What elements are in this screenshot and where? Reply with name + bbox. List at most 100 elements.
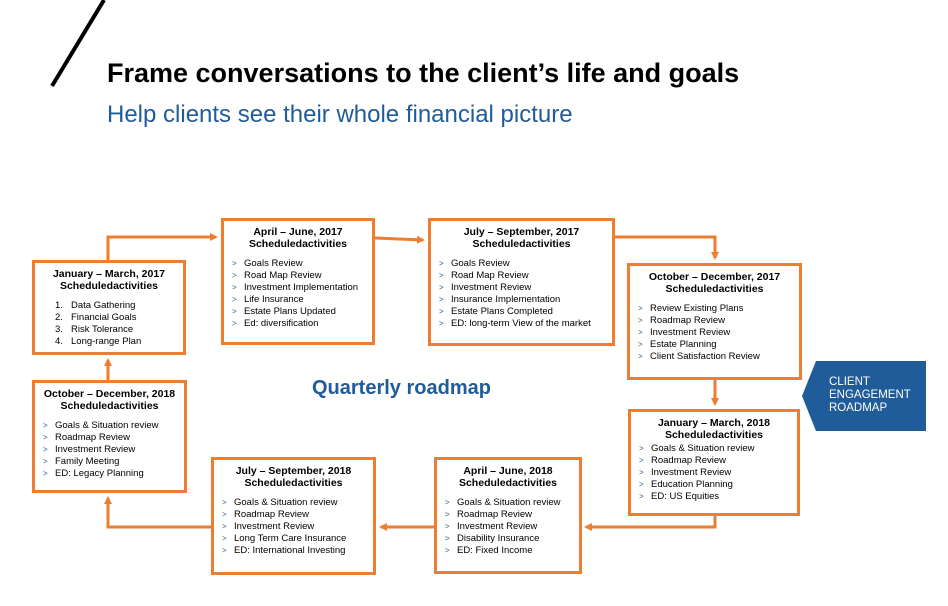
- quarter-title: October – December, 2017: [648, 271, 781, 283]
- quarter-subtitle: Scheduledactivities: [664, 429, 764, 441]
- list-item: >Client Satisfaction Review: [638, 351, 760, 362]
- quarter-title: October – December, 2018: [43, 388, 176, 400]
- chevron-right-icon: >: [43, 433, 48, 442]
- list-item: >Disability Insurance: [445, 533, 540, 544]
- arrow-q3-2018-to-q4-2018: [104, 496, 211, 529]
- chevron-right-icon: >: [638, 352, 643, 361]
- chevron-right-icon: >: [638, 340, 643, 349]
- quarter-subtitle: Scheduledactivities: [59, 280, 159, 292]
- decorative-slash: [50, 0, 106, 88]
- chevron-right-icon: >: [232, 307, 237, 316]
- list-item: >Investment Review: [639, 467, 732, 478]
- chevron-right-icon: >: [445, 510, 450, 519]
- quarter-title: April – June, 2017: [253, 226, 343, 238]
- list-item: >Roadmap Review: [639, 455, 726, 466]
- quarter-box-apr-jun-2017: April – June, 2017 Scheduledactivities >…: [221, 218, 375, 345]
- chevron-right-icon: >: [43, 421, 48, 430]
- quarter-box-jan-mar-2017: January – March, 2017 Scheduledactivitie…: [32, 260, 186, 355]
- list-item: >Life Insurance: [232, 294, 304, 305]
- list-item: >Family Meeting: [43, 456, 120, 467]
- chevron-right-icon: >: [638, 316, 643, 325]
- quarter-subtitle: Scheduledactivities: [60, 400, 159, 412]
- arrow-q1-2017-to-q2-2017: [106, 233, 218, 260]
- quarter-box-oct-dec-2018: October – December, 2018 Scheduledactivi…: [32, 380, 187, 493]
- list-item: >Road Map Review: [439, 270, 529, 281]
- quarter-box-apr-jun-2018: April – June, 2018 Scheduledactivities >…: [434, 457, 582, 574]
- list-item: 2.Financial Goals: [55, 312, 137, 323]
- arrow-q3-2017-to-q4-2017: [614, 235, 719, 260]
- list-item: >Estate Planning: [638, 339, 717, 350]
- list-item: >Road Map Review: [232, 270, 322, 281]
- quarter-subtitle: Scheduledactivities: [472, 238, 571, 250]
- chevron-right-icon: >: [232, 319, 237, 328]
- tag-line-1: CLIENT: [829, 376, 870, 388]
- list-item: >Goals & Situation review: [445, 497, 561, 508]
- chevron-right-icon: >: [638, 328, 643, 337]
- chevron-right-icon: >: [232, 295, 237, 304]
- list-item: >Investment Implementation: [232, 282, 359, 293]
- quarter-subtitle: Scheduledactivities: [244, 477, 343, 489]
- list-item: >Investment Review: [445, 521, 538, 532]
- list-item: >Roadmap Review: [445, 509, 532, 520]
- quarter-subtitle: Scheduledactivities: [665, 283, 764, 295]
- quarter-title: April – June, 2018: [463, 465, 553, 477]
- quarter-box-jul-sep-2017: July – September, 2017 Scheduledactiviti…: [428, 218, 615, 346]
- chevron-right-icon: >: [639, 492, 644, 501]
- chevron-right-icon: >: [439, 319, 444, 328]
- list-item: 3.Risk Tolerance: [55, 324, 134, 335]
- list-item: >ED: long-term View of the market: [439, 318, 591, 329]
- quarter-subtitle: Scheduledactivities: [248, 238, 348, 250]
- quarter-box-jan-mar-2018: January – March, 2018 Scheduledactivitie…: [628, 409, 800, 516]
- chevron-right-icon: >: [439, 271, 444, 280]
- chevron-right-icon: >: [445, 546, 450, 555]
- chevron-right-icon: >: [222, 510, 227, 519]
- page-title: Frame conversations to the client’s life…: [107, 58, 740, 88]
- list-item: >Investment Review: [638, 327, 731, 338]
- chevron-right-icon: >: [232, 259, 237, 268]
- chevron-right-icon: >: [439, 295, 444, 304]
- chevron-right-icon: >: [638, 304, 643, 313]
- list-item: >Review Existing Plans: [638, 303, 744, 314]
- chevron-right-icon: >: [439, 259, 444, 268]
- list-item: >Goals & Situation review: [639, 443, 755, 454]
- chevron-right-icon: >: [639, 480, 644, 489]
- chevron-right-icon: >: [43, 445, 48, 454]
- list-item: >ED: International Investing: [222, 545, 346, 556]
- list-item: >Insurance Implementation: [439, 294, 561, 305]
- number-marker: 3.: [55, 324, 63, 335]
- chevron-right-icon: >: [232, 271, 237, 280]
- list-item: >Roadmap Review: [43, 432, 130, 443]
- list-item: >Goals & Situation review: [43, 420, 159, 431]
- list-item: >Goals & Situation review: [222, 497, 338, 508]
- chevron-right-icon: >: [222, 546, 227, 555]
- chevron-right-icon: >: [222, 522, 227, 531]
- chevron-right-icon: >: [222, 534, 227, 543]
- chevron-right-icon: >: [445, 534, 450, 543]
- chevron-right-icon: >: [445, 498, 450, 507]
- list-item: >Investment Review: [439, 282, 532, 293]
- list-item: >Education Planning: [639, 479, 733, 490]
- chevron-right-icon: >: [222, 498, 227, 507]
- number-marker: 1.: [55, 300, 63, 311]
- chevron-right-icon: >: [445, 522, 450, 531]
- quarter-box-oct-dec-2017: October – December, 2017 Scheduledactivi…: [627, 263, 802, 380]
- list-item: >Estate Plans Completed: [439, 306, 553, 317]
- tag-line-3: ROADMAP: [829, 402, 888, 414]
- chevron-right-icon: >: [43, 457, 48, 466]
- chevron-right-icon: >: [232, 283, 237, 292]
- roadmap-tag-label: CLIENT ENGAGEMENT ROADMAP: [829, 376, 911, 415]
- list-item: >Investment Review: [43, 444, 136, 455]
- chevron-right-icon: >: [439, 307, 444, 316]
- chevron-right-icon: >: [639, 456, 644, 465]
- list-item: >Estate Plans Updated: [232, 306, 336, 317]
- list-item: >Roadmap Review: [222, 509, 309, 520]
- list-item: >ED: Legacy Planning: [43, 468, 144, 479]
- number-marker: 4.: [55, 336, 63, 347]
- quarter-title: January – March, 2017: [52, 268, 166, 280]
- list-item: >Investment Review: [222, 521, 315, 532]
- quarter-title: July – September, 2018: [235, 465, 352, 477]
- chevron-right-icon: >: [43, 469, 48, 478]
- list-item: >ED: Fixed Income: [445, 545, 533, 556]
- page-subtitle: Help clients see their whole financial p…: [107, 101, 573, 128]
